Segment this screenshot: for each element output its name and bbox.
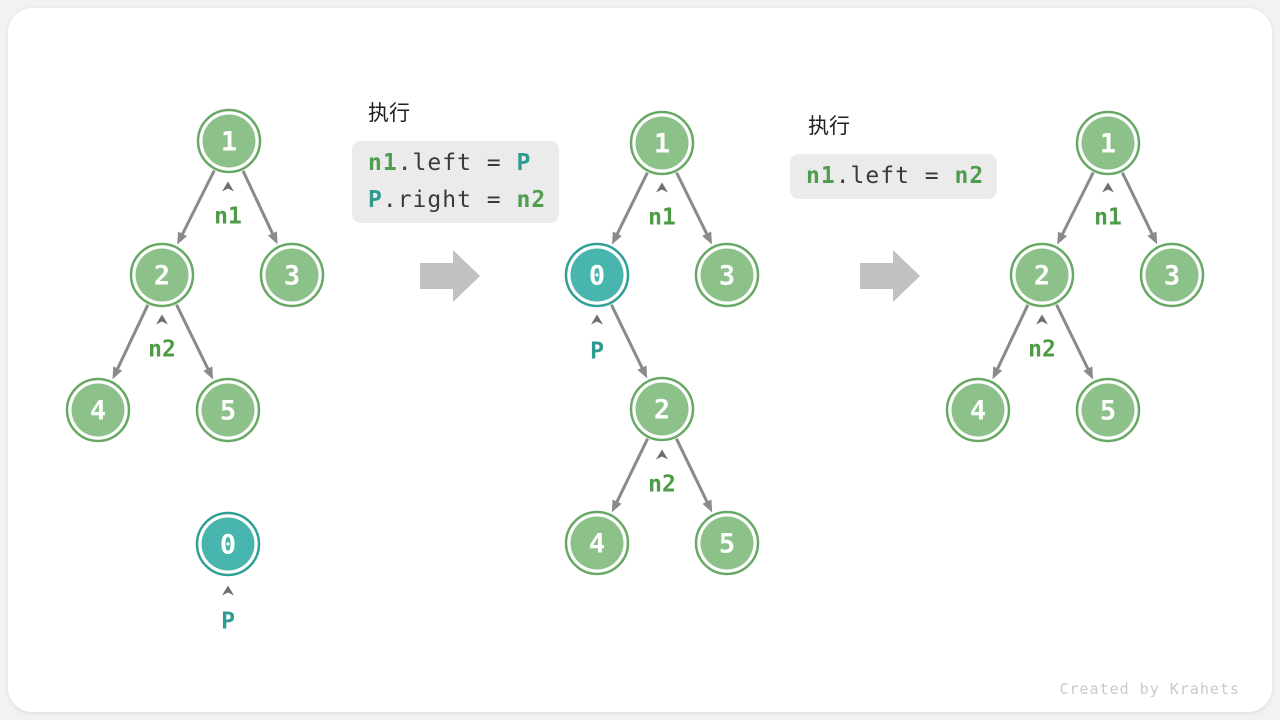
svg-text:4: 4	[970, 396, 986, 427]
svg-text:2: 2	[154, 261, 170, 292]
svg-text:4: 4	[589, 529, 605, 560]
tree-node-0: 0	[564, 242, 630, 308]
svg-text:5: 5	[719, 529, 735, 560]
pointer-label: P	[221, 608, 235, 634]
tree-node-3: 3	[694, 242, 760, 308]
tree-edge-1-2	[1057, 171, 1095, 245]
svg-text:1: 1	[221, 127, 237, 158]
tree-node-4: 4	[564, 510, 630, 576]
pointer-label: n2	[648, 471, 676, 497]
pointer-caret-icon	[156, 314, 168, 325]
tree-edge-0-2	[610, 304, 648, 379]
pointer-P: P	[221, 585, 235, 634]
tree-node-1: 1	[1075, 110, 1141, 176]
svg-text:0: 0	[589, 261, 605, 292]
svg-text:5: 5	[220, 396, 236, 427]
tree-node-5: 5	[1075, 377, 1141, 443]
pointer-n1: n1	[1094, 182, 1122, 230]
code-line: n1.left = n2	[806, 163, 985, 189]
tree-node-5: 5	[694, 510, 760, 576]
tree-edge-2-5	[1055, 303, 1094, 380]
tree-edge-2-4	[112, 304, 150, 380]
tree-node-2: 2	[129, 242, 195, 308]
pointer-P: P	[590, 314, 604, 364]
svg-text:4: 4	[90, 396, 106, 427]
svg-text:2: 2	[654, 395, 670, 426]
pointer-n1: n1	[648, 182, 676, 230]
watermark: Created by Krahets	[1059, 680, 1240, 698]
pointer-n1: n1	[214, 181, 242, 229]
pointer-label: n1	[1094, 204, 1122, 230]
step-1-code-block: n1.left = P P.right = n2	[352, 141, 560, 223]
tree-node-4: 4	[65, 377, 131, 443]
svg-text:1: 1	[654, 129, 670, 160]
tree-node-2: 2	[629, 376, 695, 442]
tree-edge-1-3	[1121, 172, 1158, 245]
transition-arrow-2	[860, 250, 920, 302]
tree-node-0: 0	[195, 511, 261, 577]
tree-edge-1-3	[675, 171, 712, 245]
pointer-caret-icon	[591, 314, 603, 325]
pointer-caret-icon	[222, 181, 234, 192]
tree-edge-2-4	[992, 304, 1030, 380]
pointer-n2: n2	[1028, 314, 1056, 362]
pointer-n2: n2	[648, 449, 676, 497]
code-line: P.right = n2	[368, 187, 547, 213]
pointer-caret-icon	[1036, 314, 1048, 325]
step-2: 执行 n1.left = n2	[790, 113, 998, 199]
step-2-title: 执行	[808, 115, 850, 138]
svg-text:1: 1	[1100, 129, 1116, 160]
svg-text:0: 0	[220, 530, 236, 561]
svg-text:2: 2	[1034, 261, 1050, 292]
step-2-code-block: n1.left = n2	[790, 154, 998, 199]
pointer-caret-icon	[222, 585, 234, 596]
svg-text:3: 3	[284, 261, 300, 292]
svg-text:3: 3	[1164, 261, 1180, 292]
tree-edge-2-5	[175, 303, 214, 380]
pointer-label: n1	[214, 203, 242, 229]
pointer-label: n1	[648, 204, 676, 230]
pointer-label: n2	[148, 336, 176, 362]
step-1-title: 执行	[368, 102, 410, 125]
tree-edge-1-2	[177, 169, 216, 245]
svg-text:3: 3	[719, 261, 735, 292]
tree-node-2: 2	[1009, 242, 1075, 308]
tree-node-4: 4	[945, 377, 1011, 443]
tree-node-1: 1	[629, 110, 695, 176]
pointer-caret-icon	[1102, 182, 1114, 193]
code-line: n1.left = P	[368, 150, 532, 176]
pointer-label: n2	[1028, 336, 1056, 362]
step-1: 执行 n1.left = P P.right = n2	[352, 100, 560, 223]
tree-node-5: 5	[195, 377, 261, 443]
transition-arrow-1	[420, 250, 480, 302]
tree-node-1: 1	[196, 108, 262, 174]
tree-edge-2-4	[611, 438, 649, 513]
pointer-caret-icon	[656, 449, 668, 460]
tree-edge-2-5	[675, 438, 713, 513]
tree-node-3: 3	[259, 242, 325, 308]
pointer-label: P	[590, 338, 604, 364]
tree-edge-1-0	[612, 171, 649, 245]
pointer-n2: n2	[148, 314, 176, 362]
tree-node-3: 3	[1139, 242, 1205, 308]
pointer-caret-icon	[656, 182, 668, 193]
svg-text:5: 5	[1100, 396, 1116, 427]
tree-edge-1-3	[241, 170, 278, 245]
